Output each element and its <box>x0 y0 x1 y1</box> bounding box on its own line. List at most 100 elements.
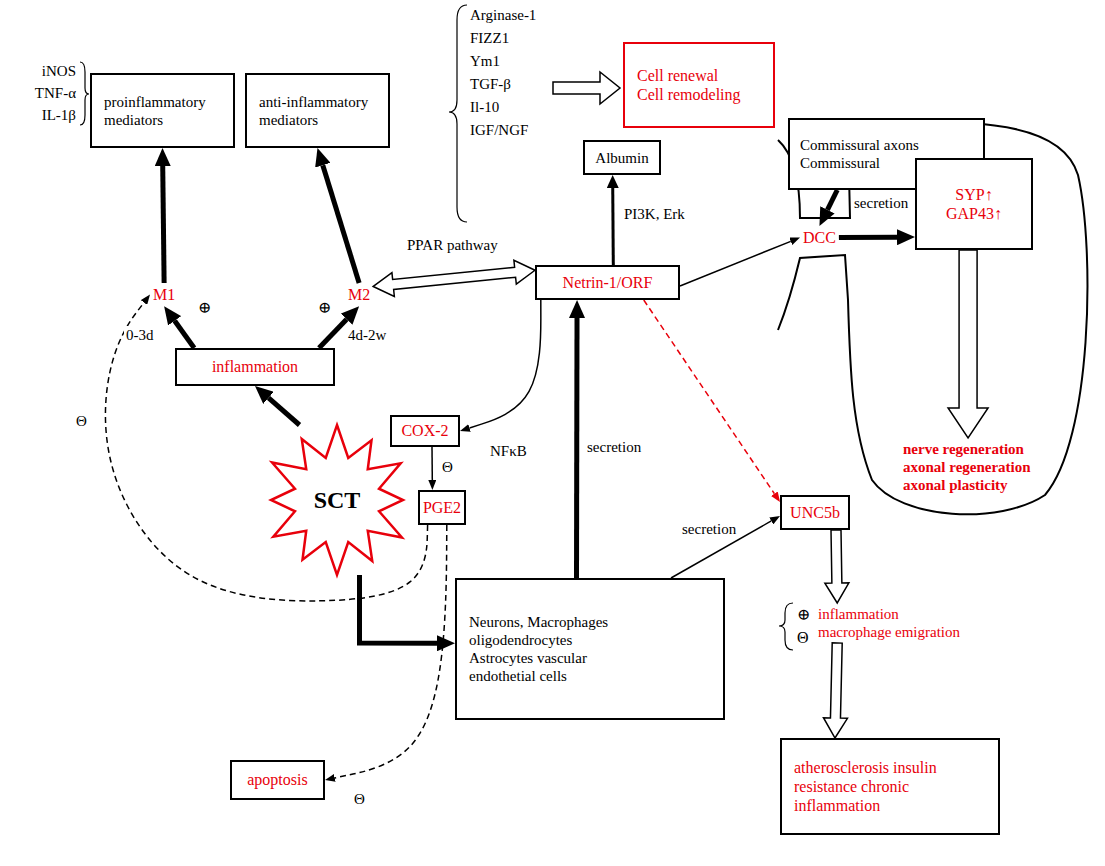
arrow-line <box>827 190 837 210</box>
node-text: nerve regeneration axonal regeneration a… <box>903 440 1063 494</box>
node-text: SCT <box>314 486 361 515</box>
hollow-arrow <box>823 643 847 738</box>
arrow-line <box>319 319 347 348</box>
edge-label: PPAR pathway <box>405 236 500 254</box>
mediator-box: PGE2 <box>418 490 466 525</box>
bracket <box>80 62 89 125</box>
mediator-item: TGF-β <box>470 75 511 93</box>
node-text: atherosclerosis insulin resistance chron… <box>794 758 938 816</box>
connector <box>269 398 300 425</box>
connector <box>839 237 897 238</box>
mediator-item: IL-1β <box>20 106 76 124</box>
arrow-line <box>470 300 541 428</box>
injury-star: SCT <box>262 425 412 575</box>
effect-text: inflammationmacrophage emigration <box>815 603 963 643</box>
node-text: Cell renewal Cell remodeling <box>637 66 745 104</box>
node-text: Netrin-1/ORF <box>563 273 653 292</box>
arrow-line <box>671 521 771 578</box>
connector <box>335 525 447 778</box>
macrophage-label: M2 <box>345 283 373 306</box>
sign-symbol: ⊕ <box>797 605 810 624</box>
node-text: Albumin <box>595 149 648 167</box>
node-text: DCC <box>803 228 836 247</box>
arrow-line <box>574 318 580 578</box>
node-text: proinflammatory mediators <box>104 93 221 129</box>
arrow-line <box>163 166 164 283</box>
sign-symbol: ⊕ <box>198 298 211 317</box>
node-text: PGE2 <box>423 498 461 517</box>
outcome-text: nerve regeneration axonal regeneration a… <box>900 438 1066 496</box>
arrow-line <box>644 300 775 494</box>
node-text: apoptosis <box>247 770 307 789</box>
connector <box>576 318 578 578</box>
cell-box: Neurons, Macrophages oligodendrocytes As… <box>455 578 725 720</box>
arrow-line <box>335 525 447 778</box>
mediator-box: anti-inflammatory mediators <box>245 73 390 148</box>
arrow-line <box>611 188 615 265</box>
arrow-line <box>269 398 300 425</box>
connector <box>825 530 849 603</box>
outcome-box: apoptosis <box>230 760 325 800</box>
product-box: Albumin <box>583 140 661 175</box>
outcome-box: atherosclerosis insulin resistance chron… <box>780 738 1000 835</box>
marker-box: SYP↑ GAP43↑ <box>915 158 1033 250</box>
connector <box>680 241 791 286</box>
edge-label: Θ <box>440 458 455 476</box>
node-text: inflammation <box>818 605 899 623</box>
mediator-box: proinflammatory mediators <box>90 73 235 148</box>
connector <box>373 260 535 296</box>
connector <box>671 521 771 578</box>
mediator-item: Ym1 <box>470 52 500 70</box>
edge-label: NFκB <box>488 442 529 460</box>
sign-symbol: ⊕ <box>318 298 331 317</box>
connector <box>319 319 347 348</box>
connector <box>360 575 438 643</box>
connector <box>644 300 775 494</box>
connector <box>470 300 541 428</box>
edge-label: Θ <box>352 790 367 808</box>
connector <box>948 250 988 438</box>
protein-box: Netrin-1/ORF <box>535 265 680 300</box>
mediator-item: Il-10 <box>470 98 499 116</box>
connector <box>827 190 837 210</box>
hollow-arrow <box>373 260 535 296</box>
macrophage-label: M1 <box>150 283 178 306</box>
node-text: macrophage emigration <box>818 623 960 641</box>
hollow-arrow <box>825 530 849 603</box>
hollow-arrow <box>948 250 988 438</box>
node-text: inflammation <box>212 357 298 376</box>
node-text: M1 <box>153 285 175 304</box>
enzyme-box: COX-2 <box>390 415 460 447</box>
arrow-line <box>680 241 791 286</box>
edge-label: secretion <box>585 438 643 456</box>
connector <box>175 321 195 348</box>
edge-label: 4d-2w <box>346 326 388 344</box>
node-text: SYP↑ GAP43↑ <box>938 185 1010 223</box>
process-box: inflammation <box>175 348 335 386</box>
connector <box>105 303 427 601</box>
mediator-item: FIZZ1 <box>470 29 509 47</box>
node-text: M2 <box>348 285 370 304</box>
mediator-item: iNOS <box>20 62 76 80</box>
edge-label: secretion <box>852 194 910 212</box>
edge-label: Θ <box>74 412 89 430</box>
outcome-box: Cell renewal Cell remodeling <box>623 42 775 128</box>
sign-symbol: Θ <box>797 628 809 647</box>
bracket <box>779 603 793 650</box>
connector <box>323 165 359 283</box>
hollow-arrow <box>553 72 620 104</box>
edge-label: secretion <box>680 520 738 538</box>
arrow-line <box>360 575 438 643</box>
bracket <box>449 5 467 222</box>
edge-label: PI3K, Erk <box>622 205 687 223</box>
node-text: UNC5b <box>790 503 840 522</box>
arrow-line <box>839 235 897 240</box>
arrow-line <box>175 321 195 348</box>
arrow-line <box>105 303 427 601</box>
connector <box>612 188 614 265</box>
connector <box>163 166 164 283</box>
mediator-item: Arginase-1 <box>470 6 536 24</box>
starburst-shape <box>271 425 403 575</box>
receptor-label: DCC <box>800 226 839 249</box>
node-text: anti-inflammatory mediators <box>259 93 376 129</box>
